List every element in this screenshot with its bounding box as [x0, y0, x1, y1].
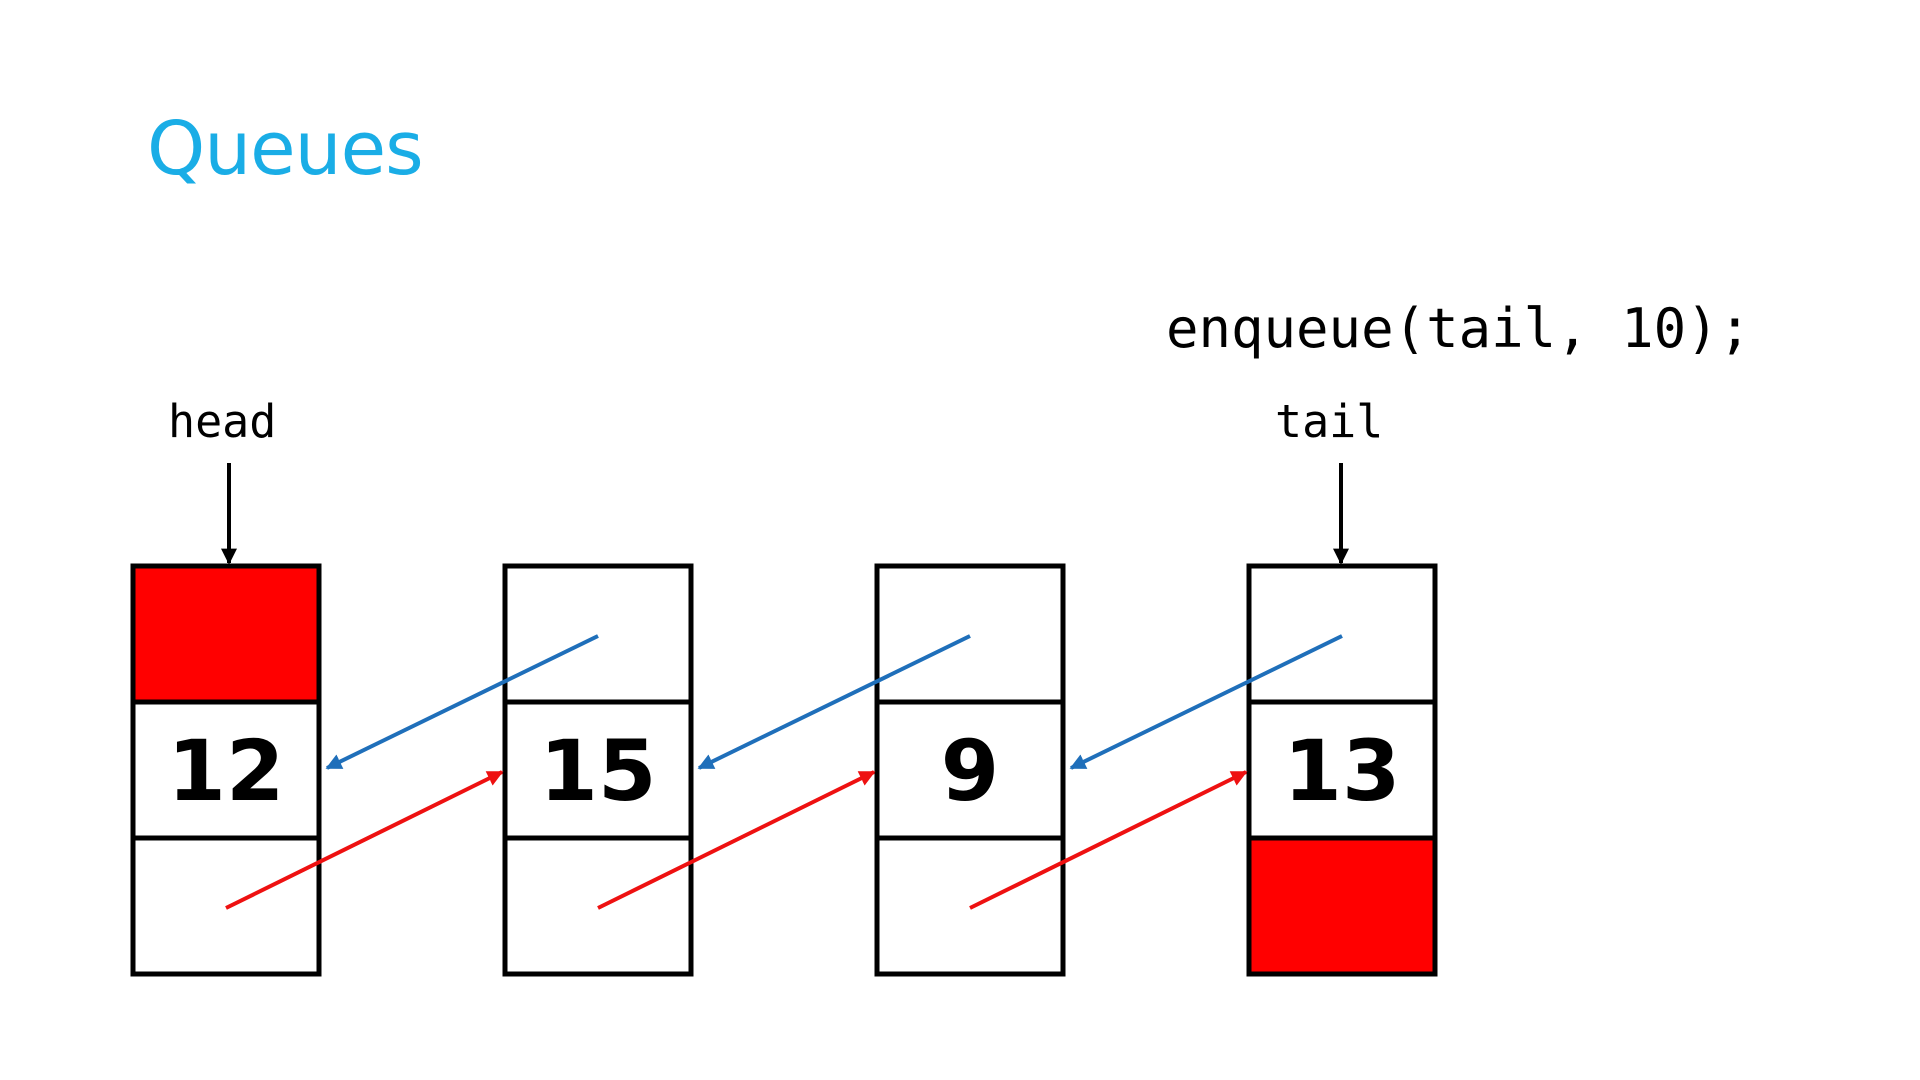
queue-node: 13 [1246, 563, 1438, 977]
next-null-cell [1246, 835, 1438, 977]
queue-node: 9 [874, 563, 1066, 977]
prev-pointer-cell [502, 563, 694, 705]
node-value: 9 [941, 722, 999, 820]
node-value: 15 [540, 722, 657, 820]
queue-node: 12 [130, 563, 322, 977]
node-value: 13 [1284, 722, 1401, 820]
code-statement: enqueue(tail, 10); [1166, 297, 1752, 360]
prev-null-cell [130, 563, 322, 705]
prev-link-arrow [325, 634, 599, 770]
next-link-arrow [597, 770, 876, 910]
node-value: 12 [168, 722, 285, 820]
tail-pointer-label: tail [1275, 395, 1384, 448]
value-cell [1246, 699, 1438, 841]
queue-node: 15 [502, 563, 694, 977]
next-link-arrow [969, 770, 1248, 910]
slide-title: Queues [147, 106, 424, 192]
prev-link-arrow [697, 634, 971, 770]
value-cell [502, 699, 694, 841]
prev-pointer-cell [1246, 563, 1438, 705]
head-pointer-label: head [168, 395, 277, 448]
next-link-arrow [225, 770, 504, 910]
prev-pointer-cell [874, 563, 1066, 705]
value-cell [874, 699, 1066, 841]
prev-link-arrow [1069, 634, 1343, 770]
